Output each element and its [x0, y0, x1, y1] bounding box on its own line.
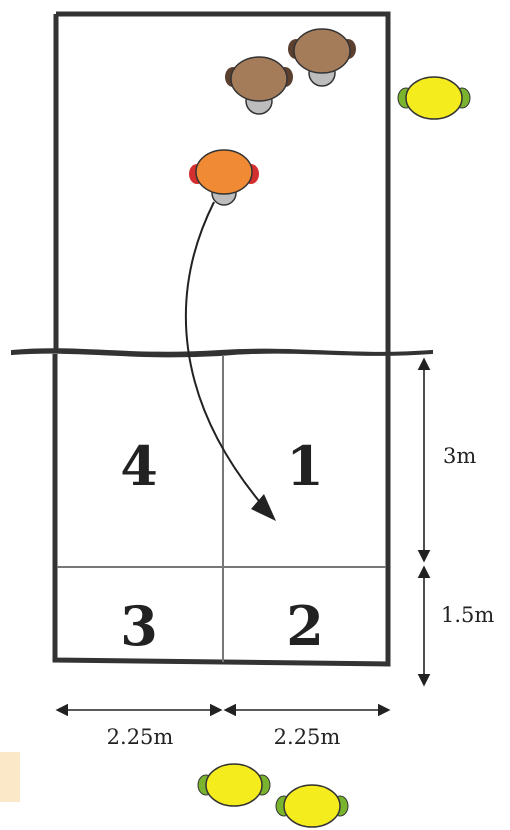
zone-1-label: 1	[286, 434, 324, 498]
dim-3m-label: 3m	[443, 444, 476, 468]
arrowhead-icon	[251, 494, 276, 521]
player-yellow-bottom-2-icon	[275, 784, 349, 828]
dim-right-label: 2.25m	[274, 725, 341, 749]
net	[11, 348, 433, 358]
zone-3-label: 3	[120, 594, 158, 658]
player-yellow-bottom-1-icon	[197, 763, 271, 807]
dim-left-label: 2.25m	[107, 725, 174, 749]
dim-1-5m-label: 1.5m	[441, 603, 494, 627]
player-yellow-right-icon	[397, 76, 471, 120]
zone-2-label: 2	[286, 594, 324, 658]
opponent-court	[53, 11, 391, 352]
note-box	[0, 752, 20, 802]
player-tan-2-icon	[225, 56, 293, 115]
curved-arrow-icon	[185, 201, 271, 515]
zone-4-label: 4	[120, 434, 158, 498]
player-tan-1-icon	[288, 28, 356, 87]
home-court	[52, 354, 391, 667]
player-orange-icon	[189, 149, 259, 206]
